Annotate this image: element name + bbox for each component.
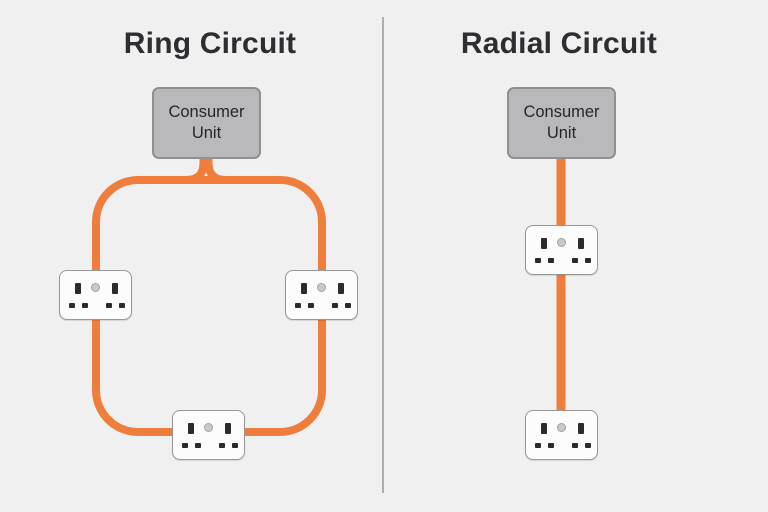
socket-radial-bottom bbox=[525, 410, 598, 460]
earth-pin bbox=[338, 283, 344, 294]
socket-pin bbox=[534, 442, 541, 448]
earth-pin bbox=[112, 283, 118, 294]
socket-pin bbox=[571, 257, 578, 263]
earth-pin bbox=[541, 423, 547, 434]
socket-pin bbox=[231, 442, 238, 448]
earth-pin bbox=[188, 423, 194, 434]
earth-pin bbox=[541, 238, 547, 249]
screw-icon bbox=[557, 422, 566, 432]
socket-pin bbox=[584, 257, 591, 263]
socket-pin bbox=[331, 302, 338, 308]
socket-pin bbox=[534, 257, 541, 263]
screw-icon bbox=[204, 422, 213, 432]
socket-pin bbox=[344, 302, 351, 308]
consumer-unit-ring-label: Consumer Unit bbox=[168, 103, 245, 142]
consumer-unit-radial: Consumer Unit bbox=[507, 87, 616, 159]
ring-wire-loop bbox=[92, 176, 326, 436]
socket-pin bbox=[547, 442, 554, 448]
panel-divider bbox=[382, 17, 384, 493]
earth-pin bbox=[301, 283, 307, 294]
socket-ring-right bbox=[285, 270, 358, 320]
socket-pin bbox=[547, 257, 554, 263]
radial-circuit-title: Radial Circuit bbox=[460, 27, 658, 60]
socket-pin bbox=[118, 302, 125, 308]
earth-pin bbox=[225, 423, 231, 434]
consumer-unit-radial-label: Consumer Unit bbox=[523, 103, 600, 142]
earth-pin bbox=[578, 423, 584, 434]
consumer-unit-ring: Consumer Unit bbox=[152, 87, 261, 159]
ring-circuit-title: Ring Circuit bbox=[123, 27, 297, 60]
socket-pin bbox=[194, 442, 201, 448]
socket-ring-bottom bbox=[172, 410, 245, 460]
ring-wire-feed-left bbox=[185, 154, 208, 184]
socket-pin bbox=[218, 442, 225, 448]
screw-icon bbox=[317, 282, 326, 292]
socket-pin bbox=[571, 442, 578, 448]
socket-pin bbox=[181, 442, 188, 448]
socket-pin bbox=[307, 302, 314, 308]
screw-icon bbox=[91, 282, 100, 292]
socket-pin bbox=[294, 302, 301, 308]
earth-pin bbox=[75, 283, 81, 294]
socket-ring-left bbox=[59, 270, 132, 320]
screw-icon bbox=[557, 237, 566, 247]
socket-pin bbox=[68, 302, 75, 308]
ring-wire-feed-right bbox=[204, 154, 227, 184]
earth-pin bbox=[578, 238, 584, 249]
socket-pin bbox=[81, 302, 88, 308]
socket-radial-top bbox=[525, 225, 598, 275]
socket-pin bbox=[105, 302, 112, 308]
socket-pin bbox=[584, 442, 591, 448]
